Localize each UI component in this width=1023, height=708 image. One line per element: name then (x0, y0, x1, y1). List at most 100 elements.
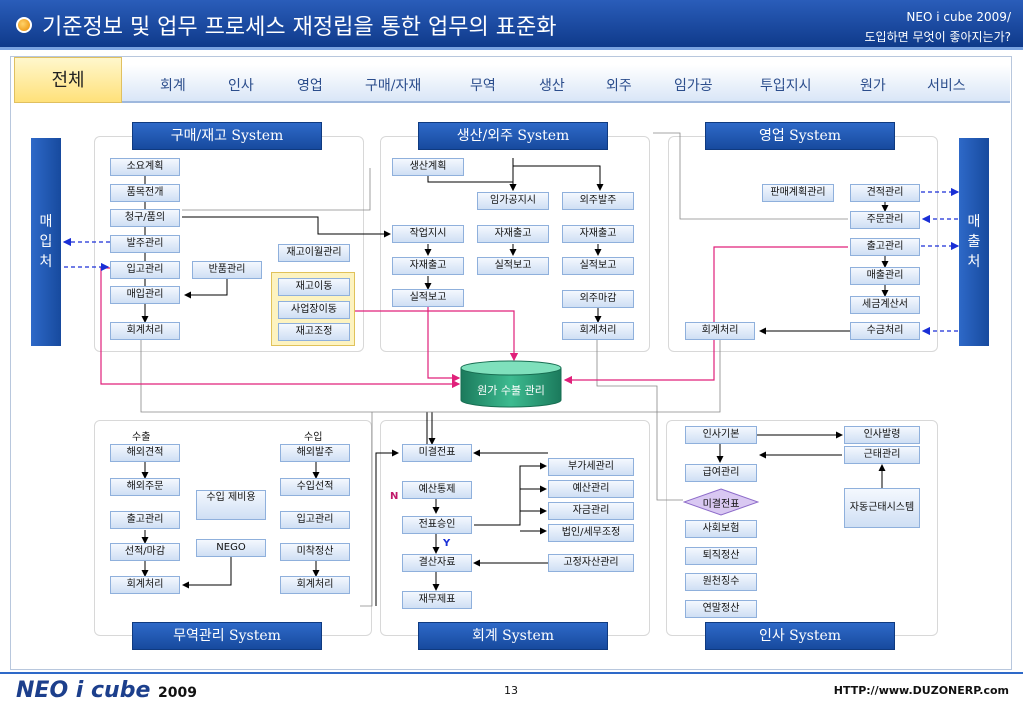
tab-outsourcing[interactable]: 외주 (606, 78, 632, 94)
page-number: 13 (504, 684, 518, 697)
sales-node[interactable]: 수금처리 (850, 322, 920, 340)
sales-node[interactable]: 판매계획관리 (762, 184, 834, 202)
purchase-node[interactable]: 재고이동 (278, 278, 350, 296)
production-node[interactable]: 외주마감 (562, 290, 634, 308)
sales-node[interactable]: 세금계산서 (850, 296, 920, 314)
trade-export-node[interactable]: 출고관리 (110, 511, 180, 529)
production-node[interactable]: 실적보고 (392, 289, 464, 307)
purchase-node[interactable]: 재고조정 (278, 323, 350, 341)
import-cost-node[interactable]: 수입 제비용 (196, 490, 266, 520)
yes-label: Y (443, 538, 451, 549)
trade-export-node[interactable]: 회계처리 (110, 576, 180, 594)
logo-text: NEO i cube (16, 678, 151, 703)
purchase-node[interactable]: 발주관리 (110, 235, 180, 253)
supplier-char: 입 (39, 234, 53, 250)
accounting-node[interactable]: 재무제표 (402, 591, 472, 609)
supplier-bar: 매 입 처 (31, 138, 61, 346)
hr-node[interactable]: 연말정산 (685, 600, 757, 618)
production-node[interactable]: 자재출고 (392, 257, 464, 275)
trade-import-node[interactable]: 회계처리 (280, 576, 350, 594)
page-title: 기준정보 및 업무 프로세스 재정립을 통한 업무의 표준화 (42, 15, 557, 40)
hr-node[interactable]: 인사발령 (844, 426, 920, 444)
accounting-node[interactable]: 법인/세무조정 (548, 524, 634, 542)
trade-export-node[interactable]: 해외견적 (110, 444, 180, 462)
footer-url[interactable]: HTTP://www.DUZONERP.com (833, 684, 1009, 697)
sales-node[interactable]: 출고관리 (850, 238, 920, 256)
bullet-icon (16, 17, 32, 33)
purchase-node[interactable]: 사업장이동 (278, 301, 350, 319)
tab-cost[interactable]: 원가 (860, 78, 886, 94)
production-node[interactable]: 자재출고 (562, 225, 634, 243)
sales-node[interactable]: 견적관리 (850, 184, 920, 202)
production-node[interactable]: 작업지시 (392, 225, 464, 243)
accounting-node[interactable]: 자금관리 (548, 502, 634, 520)
accounting-node[interactable]: 고정자산관리 (548, 554, 634, 572)
purchase-node[interactable]: 반품관리 (192, 261, 262, 279)
cost-db-icon (460, 360, 562, 408)
sales-node[interactable]: 매출관리 (850, 267, 920, 285)
tab-service[interactable]: 서비스 (927, 78, 966, 94)
tab-trade[interactable]: 무역 (470, 78, 496, 94)
cost-db-label: 원가 수불 관리 (477, 384, 545, 397)
trade-import-node[interactable]: 미착정산 (280, 543, 350, 561)
customer-char: 처 (967, 254, 981, 270)
supplier-char: 매 (39, 214, 53, 230)
accounting-node[interactable]: 예산관리 (548, 480, 634, 498)
hr-node[interactable]: 근태관리 (844, 446, 920, 464)
footer-logo: NEO i cube 2009 (16, 678, 197, 703)
tab-work-order[interactable]: 투입지시 (760, 78, 812, 94)
purchase-system-title: 구매/재고 System (132, 122, 322, 150)
trade-system-title: 무역관리 System (132, 622, 322, 650)
header-subtitle: 도입하면 무엇이 좋아지는가? (864, 30, 1011, 44)
purchase-node[interactable]: 매입관리 (110, 286, 180, 304)
purchase-node[interactable]: 청구/품의 (110, 209, 180, 227)
trade-export-node[interactable]: 선적/마감 (110, 543, 180, 561)
tab-consignment[interactable]: 임가공 (674, 78, 713, 94)
trade-import-node[interactable]: 해외발주 (280, 444, 350, 462)
trade-export-node[interactable]: 해외주문 (110, 478, 180, 496)
hr-node[interactable]: 사회보험 (685, 520, 757, 538)
customer-char: 출 (967, 234, 981, 250)
production-node[interactable]: 실적보고 (477, 257, 549, 275)
tab-purchase[interactable]: 구매/자재 (365, 78, 422, 94)
accounting-node[interactable]: 부가세관리 (548, 458, 634, 476)
purchase-node[interactable]: 품목전개 (110, 184, 180, 202)
hr-node[interactable]: 급여관리 (685, 464, 757, 482)
tab-all[interactable]: 전체 (14, 57, 122, 103)
hr-node[interactable]: 자동근태시스템 (844, 488, 920, 528)
no-label: N (390, 491, 399, 502)
pending-voucher-diamond-icon (683, 488, 759, 516)
supplier-char: 처 (39, 254, 53, 270)
sales-node[interactable]: 회계처리 (685, 322, 755, 340)
accounting-node[interactable]: 결산자료 (402, 554, 472, 572)
hr-node[interactable]: 인사기본 (685, 426, 757, 444)
production-node[interactable]: 외주발주 (562, 192, 634, 210)
sales-node[interactable]: 주문관리 (850, 211, 920, 229)
production-node[interactable]: 임가공지시 (477, 192, 549, 210)
hr-node[interactable]: 퇴직정산 (685, 547, 757, 565)
tab-hr[interactable]: 인사 (228, 78, 254, 94)
purchase-node[interactable]: 소요계획 (110, 158, 180, 176)
purchase-node[interactable]: 입고관리 (110, 261, 180, 279)
production-node[interactable]: 생산계획 (392, 158, 464, 176)
production-node[interactable]: 자재출고 (477, 225, 549, 243)
trade-import-node[interactable]: 수입선적 (280, 478, 350, 496)
accounting-node[interactable]: 미결전표 (402, 444, 472, 462)
tab-production[interactable]: 생산 (539, 78, 565, 94)
sales-system-title: 영업 System (705, 122, 895, 150)
tab-accounting[interactable]: 회계 (160, 78, 186, 94)
hr-node[interactable]: 원천징수 (685, 573, 757, 591)
nego-node[interactable]: NEGO (196, 539, 266, 557)
production-node[interactable]: 실적보고 (562, 257, 634, 275)
production-system-title: 생산/외주 System (418, 122, 608, 150)
accounting-node[interactable]: 전표승인 (402, 516, 472, 534)
hr-pending-voucher-label: 미결전표 (702, 499, 740, 510)
tab-sales[interactable]: 영업 (297, 78, 323, 94)
production-node[interactable]: 회계처리 (562, 322, 634, 340)
accounting-node[interactable]: 예산통제 (402, 481, 472, 499)
purchase-node[interactable]: 재고이월관리 (278, 244, 350, 262)
purchase-node[interactable]: 회계처리 (110, 322, 180, 340)
accounting-system-title: 회계 System (418, 622, 608, 650)
export-label: 수출 (132, 432, 151, 443)
trade-import-node[interactable]: 입고관리 (280, 511, 350, 529)
